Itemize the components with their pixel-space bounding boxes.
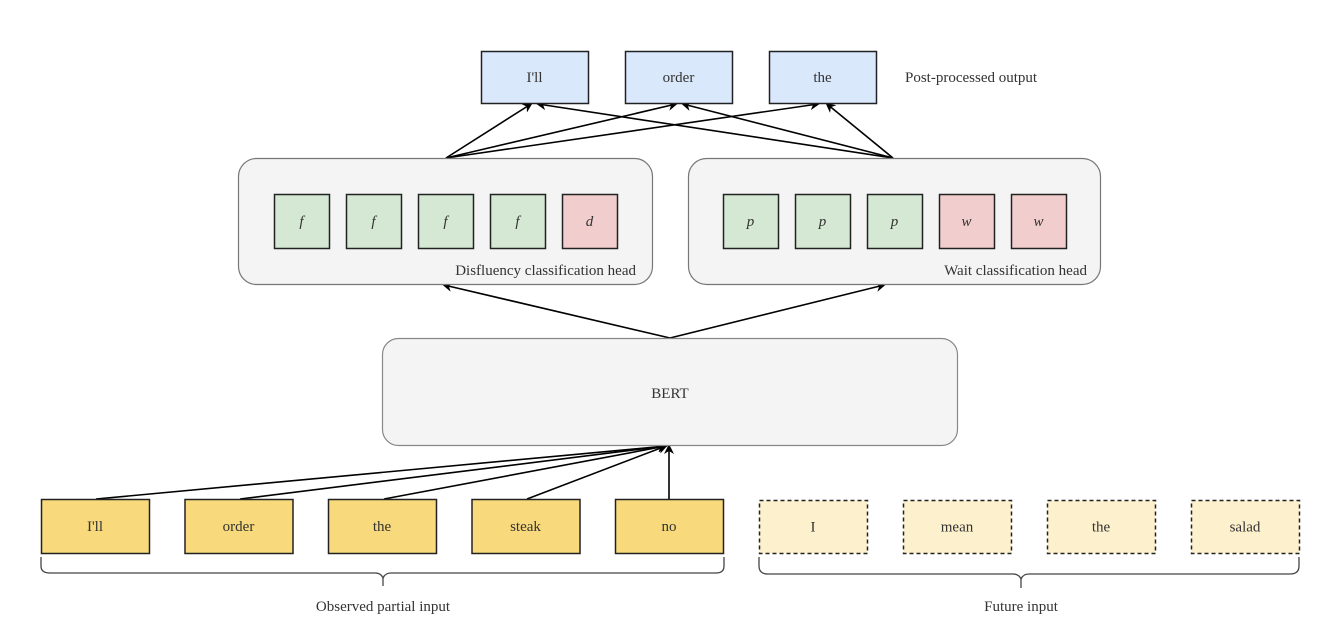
input-to-bert-arrow bbox=[526, 444, 668, 500]
observed-input-brace bbox=[40, 557, 725, 580]
future-token-box bbox=[902, 499, 1013, 555]
wait-tag: w bbox=[1010, 193, 1068, 250]
future-token-box bbox=[1046, 499, 1157, 555]
output-token-text: the bbox=[813, 70, 832, 86]
future-token-text: the bbox=[1092, 520, 1111, 536]
disfluency-tag: d bbox=[561, 193, 619, 250]
disfluency-tag-box bbox=[345, 193, 403, 250]
wait-tag-text: p bbox=[890, 214, 899, 230]
disfluency-tag-text: f bbox=[371, 214, 377, 230]
bert-box bbox=[381, 337, 959, 447]
wait-tag-box bbox=[938, 193, 996, 250]
wait-tag: w bbox=[938, 193, 996, 250]
wait-tag-text: p bbox=[818, 214, 827, 230]
future-token-text: salad bbox=[1230, 520, 1261, 536]
disfluency-tag-box bbox=[417, 193, 475, 250]
observed-token-text: order bbox=[223, 519, 255, 535]
observed-token-box bbox=[614, 498, 725, 555]
observed-token: no bbox=[614, 498, 725, 555]
future-token: mean bbox=[902, 499, 1013, 555]
wait-tag: p bbox=[794, 193, 852, 250]
output-label: Post-processed output bbox=[905, 70, 1038, 86]
bert-to-wait-arrow bbox=[669, 282, 886, 339]
disfluency-tag: f bbox=[345, 193, 403, 250]
input-to-bert-arrow bbox=[95, 441, 668, 500]
output-token-text: order bbox=[663, 70, 695, 86]
output-token-box bbox=[768, 50, 878, 105]
output-token-box bbox=[480, 50, 590, 105]
wait-tag-box bbox=[866, 193, 924, 250]
observed-partial-input: I'll order the steak no bbox=[40, 498, 725, 555]
wait-tag: p bbox=[866, 193, 924, 250]
disfluency-tag-box bbox=[561, 193, 619, 250]
disfluency-classification-head: f f f f d Disfluency classification head bbox=[237, 157, 654, 286]
wait-tag-box bbox=[794, 193, 852, 250]
future-input-brace bbox=[758, 557, 1300, 581]
wait-tag-box bbox=[722, 193, 780, 250]
future-token-box bbox=[758, 499, 869, 555]
disfluency-tag-box bbox=[273, 193, 331, 250]
output-token-text: I'll bbox=[526, 70, 542, 86]
disfluency-head-label: Disfluency classification head bbox=[455, 263, 636, 279]
input-to-bert-arrow bbox=[239, 442, 668, 500]
output-token: I'll bbox=[480, 50, 590, 105]
wait-head-label: Wait classification head bbox=[944, 263, 1087, 279]
observed-token-box bbox=[184, 498, 294, 555]
disfluency-tag-box bbox=[489, 193, 547, 250]
output-token-box bbox=[624, 50, 734, 105]
wait-tag-box bbox=[1010, 193, 1068, 250]
observed-token: I'll bbox=[40, 498, 151, 555]
future-token-text: mean bbox=[941, 520, 974, 536]
bert-label: BERT bbox=[651, 386, 688, 402]
bert-to-disfluency-arrow bbox=[442, 281, 671, 339]
observed-token-text: the bbox=[373, 519, 392, 535]
wait-to-output-arrow bbox=[681, 101, 894, 159]
future-token: salad bbox=[1190, 499, 1301, 555]
wait-to-output-arrow bbox=[825, 102, 894, 159]
disfluency-tag: f bbox=[417, 193, 475, 250]
output-token: order bbox=[624, 50, 734, 105]
disfluency-tag-text: f bbox=[443, 214, 449, 230]
disfluency-tag-text: f bbox=[515, 214, 521, 230]
future-input-label: Future input bbox=[984, 599, 1059, 615]
wait-tag: p bbox=[722, 193, 780, 250]
disfluency-tag-text: d bbox=[586, 214, 594, 230]
post-processed-output: I'll order the bbox=[480, 50, 878, 105]
observed-token-box bbox=[327, 498, 438, 555]
observed-token: steak bbox=[471, 498, 581, 555]
disfluency-to-output-arrow bbox=[445, 102, 533, 159]
future-token: I bbox=[758, 499, 869, 555]
disfluency-to-output-arrow bbox=[445, 100, 678, 159]
observed-token-box bbox=[40, 498, 151, 555]
output-token: the bbox=[768, 50, 878, 105]
disfluency-tag: f bbox=[489, 193, 547, 250]
disfluency-to-output-arrow bbox=[445, 100, 820, 159]
observed-token-box bbox=[471, 498, 581, 555]
bert-encoder: BERT bbox=[381, 337, 959, 447]
future-token-box bbox=[1190, 499, 1301, 555]
wait-to-output-arrow bbox=[536, 100, 894, 159]
wait-tag-text: w bbox=[1033, 214, 1043, 230]
wait-classification-head: p p p w w Wait classification head bbox=[687, 157, 1102, 286]
observed-input-label: Observed partial input bbox=[316, 599, 451, 615]
observed-token-text: I'll bbox=[87, 519, 103, 535]
future-token-text: I bbox=[811, 520, 816, 536]
wait-tag-text: p bbox=[746, 214, 755, 230]
future-token: the bbox=[1046, 499, 1157, 555]
observed-token: order bbox=[184, 498, 294, 555]
disfluency-tag-text: f bbox=[299, 214, 305, 230]
observed-token-text: no bbox=[662, 519, 677, 535]
input-to-bert-arrow bbox=[383, 442, 668, 500]
observed-token: the bbox=[327, 498, 438, 555]
wait-tag-text: w bbox=[961, 214, 971, 230]
disfluency-tag: f bbox=[273, 193, 331, 250]
edges bbox=[95, 100, 894, 500]
observed-token-text: steak bbox=[510, 519, 541, 535]
